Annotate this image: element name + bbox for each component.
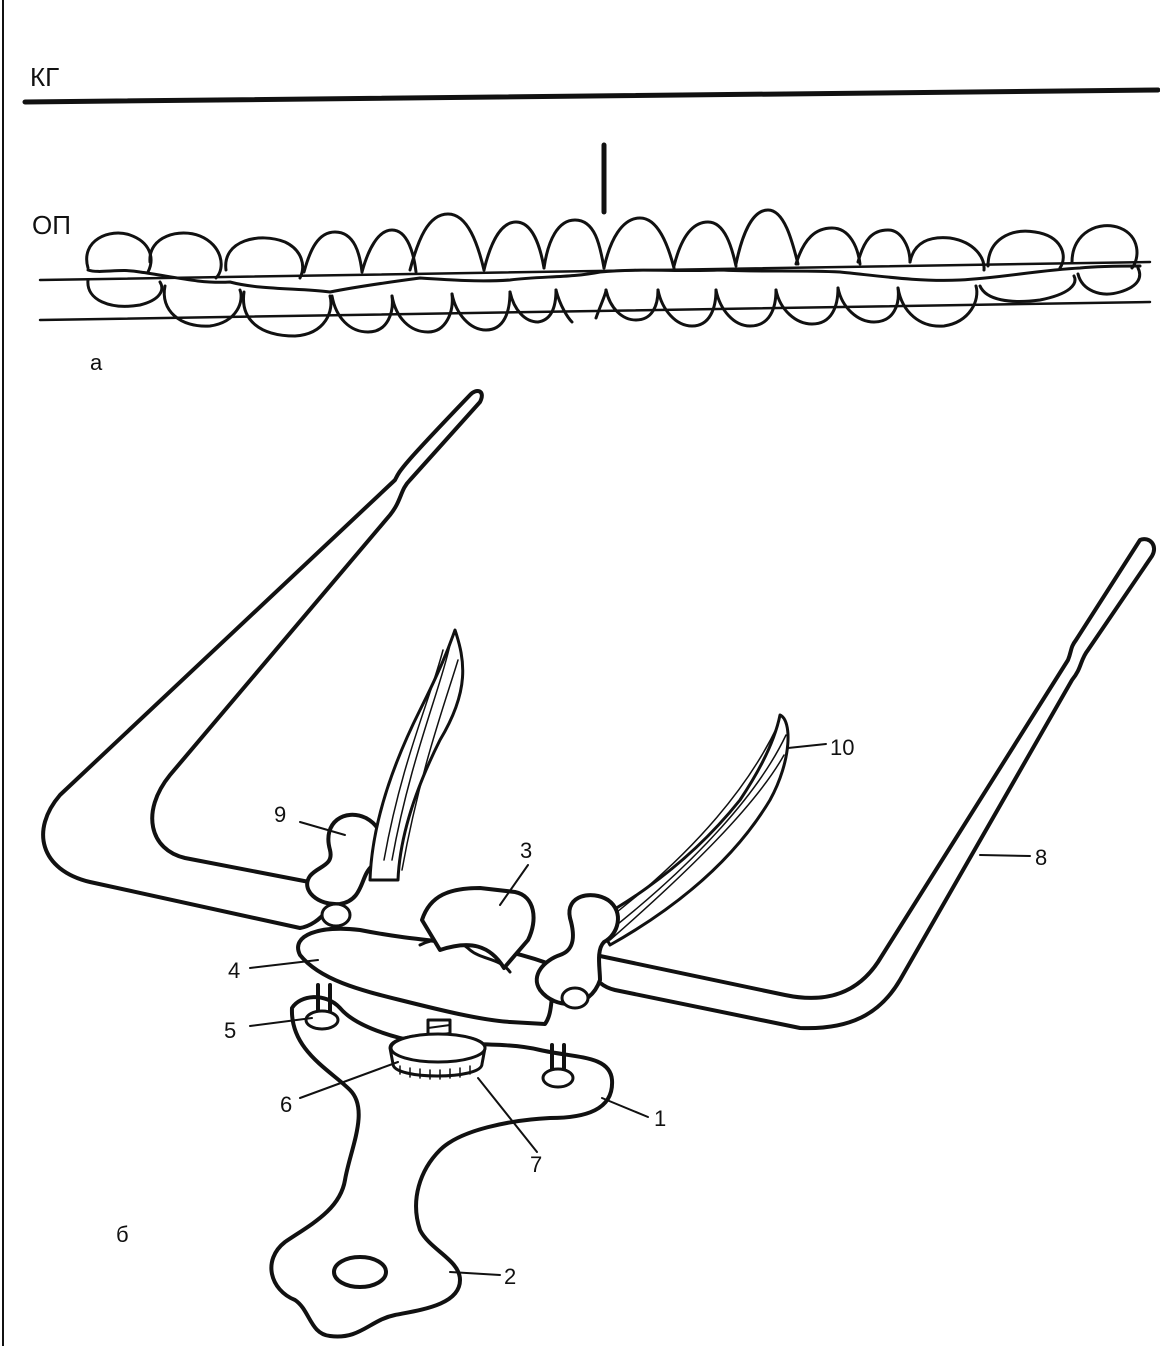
post-left bbox=[304, 983, 340, 1031]
leader-lines bbox=[249, 743, 1031, 1276]
handle-hole bbox=[332, 1255, 388, 1289]
panel-a-label: а bbox=[90, 350, 103, 375]
part-label-2: 2 bbox=[504, 1264, 516, 1289]
part-label-6: 6 bbox=[280, 1092, 292, 1117]
part-labels: 9 3 10 8 4 5 6 7 1 2 bbox=[224, 735, 1047, 1289]
part-label-3: 3 bbox=[520, 838, 532, 863]
bow-left-arm bbox=[41, 389, 484, 930]
occlusal-line-upper bbox=[38, 260, 1152, 282]
part-label-4: 4 bbox=[228, 958, 240, 983]
part-label-10: 10 bbox=[830, 735, 854, 760]
bite-block bbox=[420, 886, 536, 970]
left-knob bbox=[305, 812, 385, 907]
label-kg: КГ bbox=[30, 62, 59, 92]
lower-teeth bbox=[86, 266, 1142, 338]
panel-b-label: б bbox=[116, 1222, 129, 1247]
post-right bbox=[541, 1043, 575, 1089]
bow-right-arm bbox=[589, 537, 1157, 1031]
part-label-1: 1 bbox=[654, 1106, 666, 1131]
part-label-8: 8 bbox=[1035, 845, 1047, 870]
panel-b: 9 3 10 8 4 5 6 7 1 2 б bbox=[41, 389, 1157, 1339]
occlusal-contact bbox=[86, 264, 1142, 294]
part-label-5: 5 bbox=[224, 1018, 236, 1043]
occlusal-line-lower bbox=[38, 300, 1152, 322]
base-plate bbox=[269, 995, 615, 1339]
kg-line bbox=[22, 87, 1160, 105]
part-label-9: 9 bbox=[274, 802, 286, 827]
left-knob-hole bbox=[320, 902, 352, 928]
knurled-nut bbox=[388, 1032, 487, 1080]
right-knob bbox=[534, 893, 620, 1006]
right-knob-hole bbox=[560, 986, 590, 1010]
part-label-7: 7 bbox=[530, 1152, 542, 1177]
label-op: ОП bbox=[32, 210, 71, 240]
upper-teeth bbox=[85, 208, 1139, 280]
